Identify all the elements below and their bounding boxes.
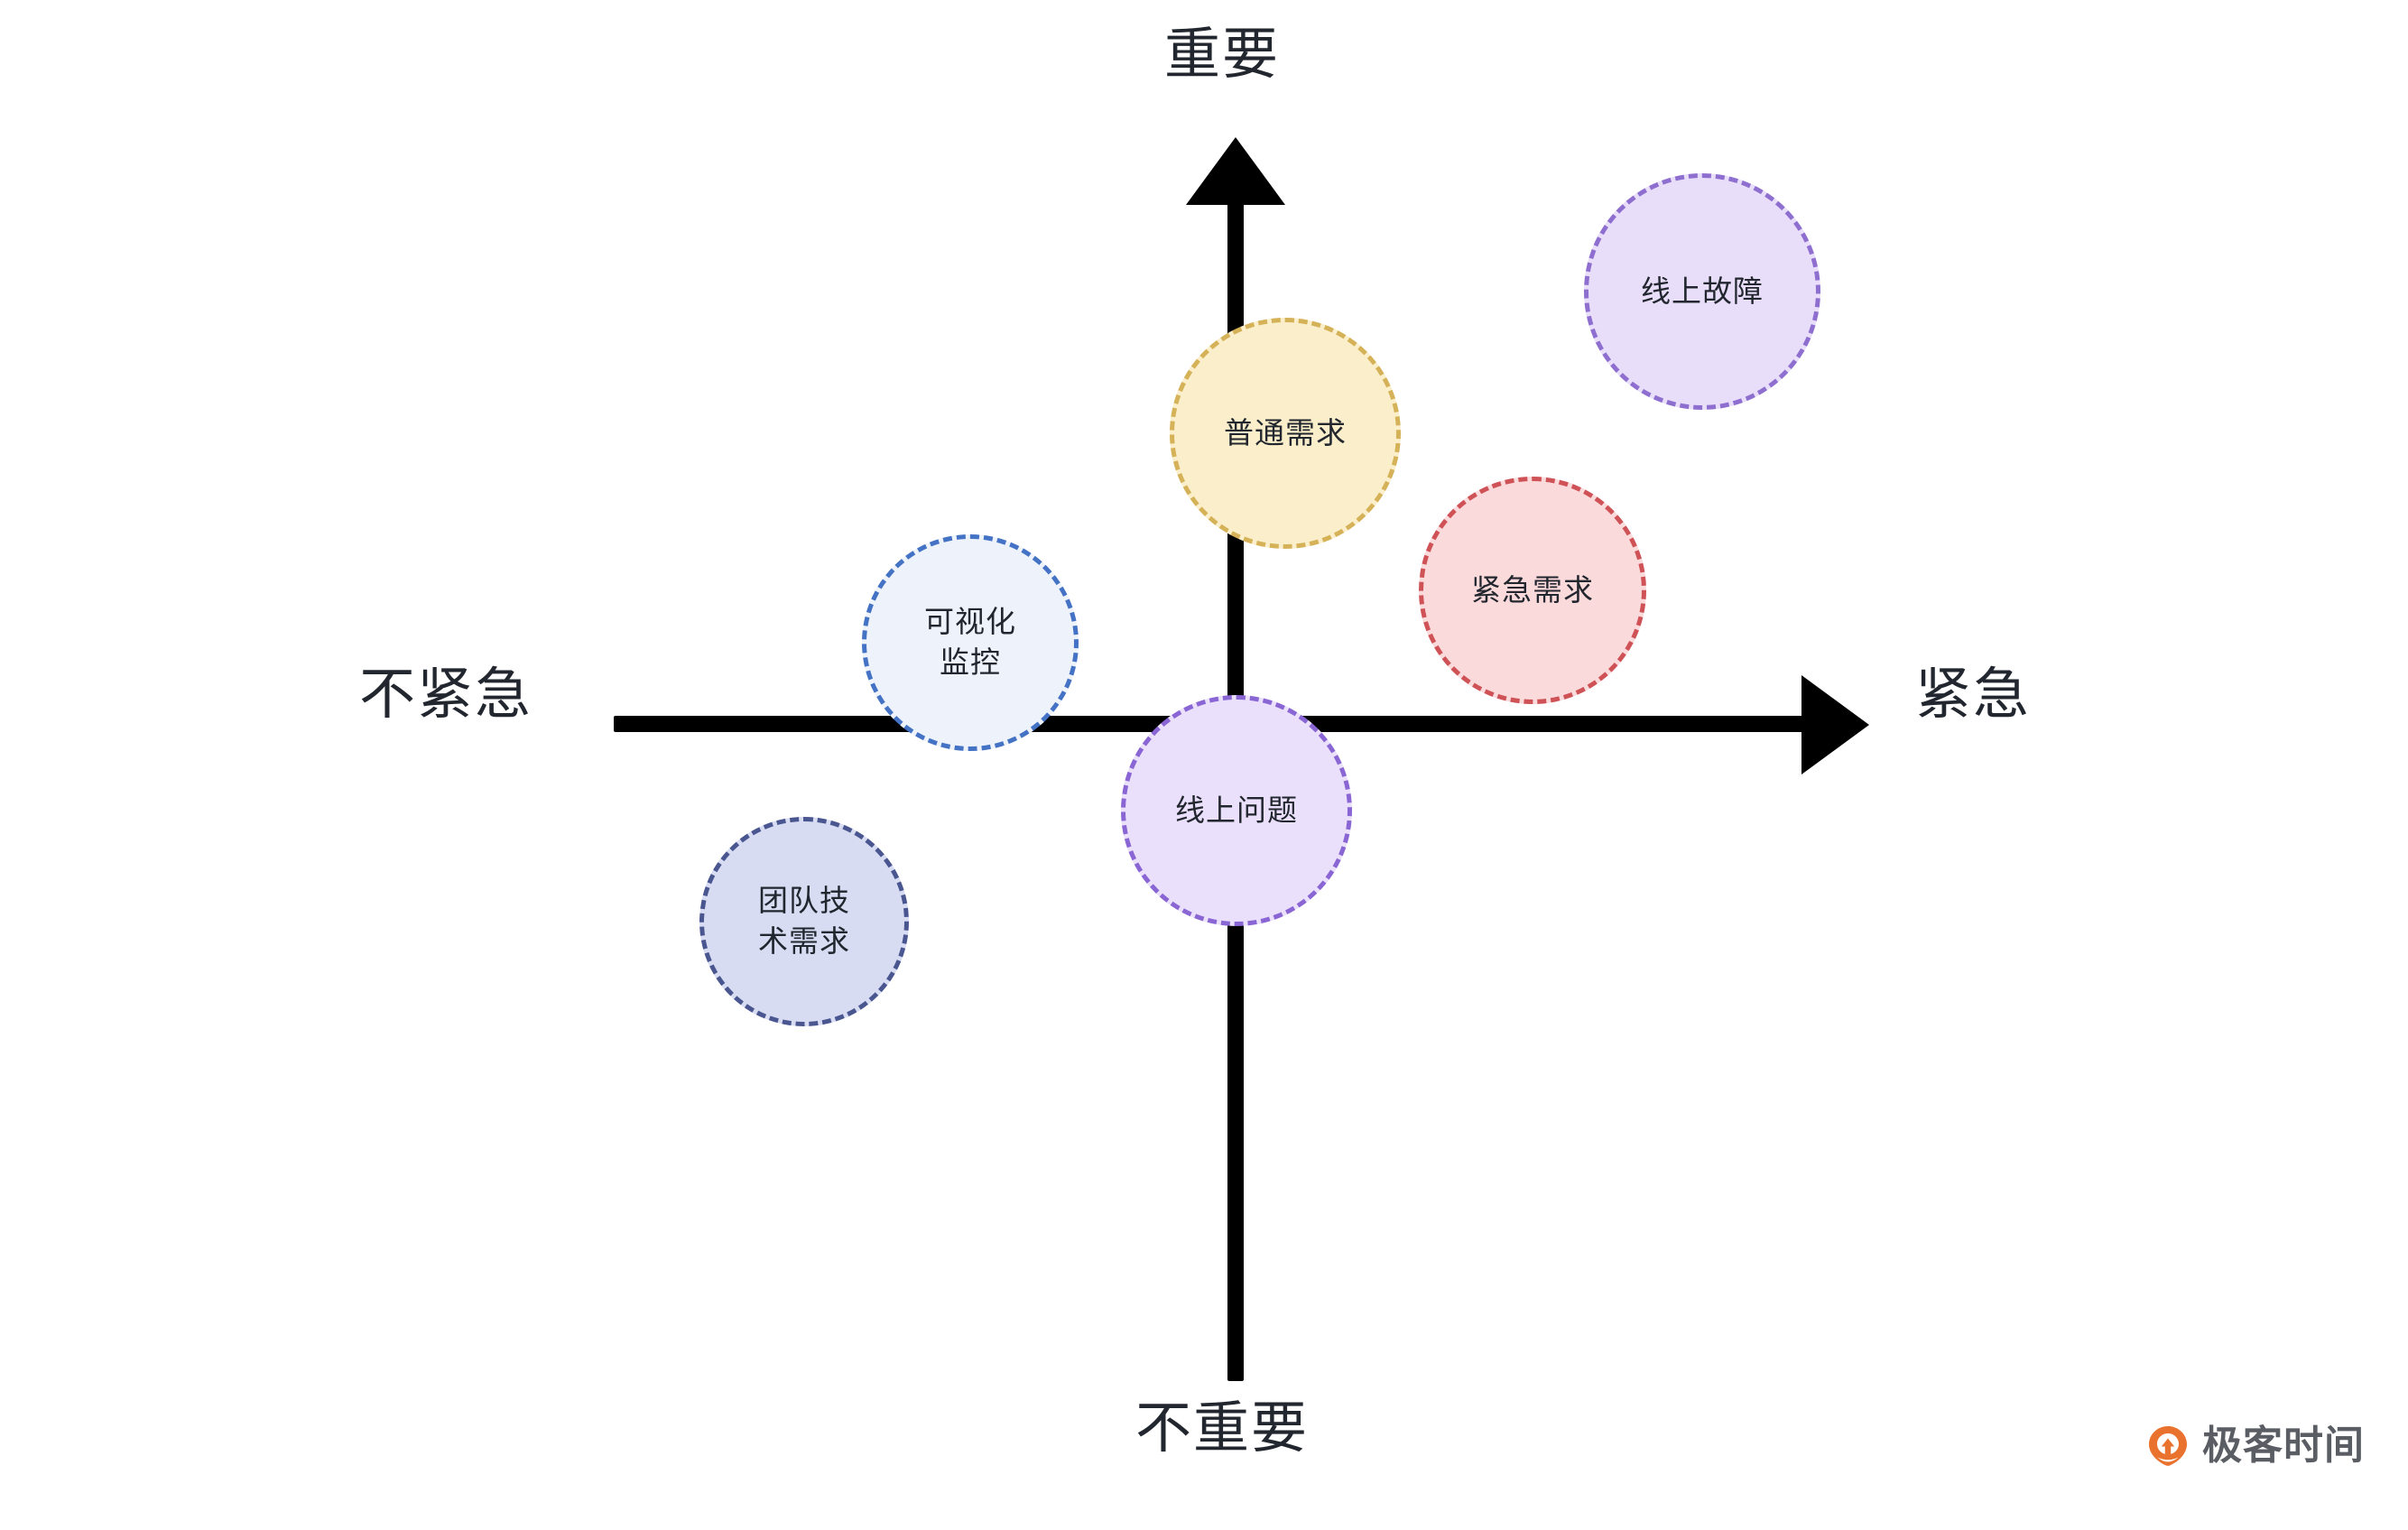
- brand-name: 极客时间: [2202, 1423, 2365, 1468]
- axis-label-unimportant: 不重要: [1135, 1397, 1310, 1460]
- bubble-urgent-requirement[interactable]: 紧急需求: [1419, 477, 1646, 704]
- bubble-label-normal-requirement: 普通需求: [1224, 415, 1347, 450]
- bubble-normal-requirement[interactable]: 普通需求: [1170, 318, 1401, 549]
- brand-watermark: 极客时间: [2146, 1424, 2365, 1468]
- bubble-online-incident[interactable]: 线上故障: [1584, 173, 1820, 410]
- bubble-label-team-technical-requirement: 团队技 术需求: [758, 884, 850, 958]
- bubble-visual-monitoring[interactable]: 可视化 监控: [862, 534, 1079, 751]
- axis-label-urgent: 紧急: [1915, 663, 2032, 726]
- bubble-label-urgent-requirement: 紧急需求: [1471, 572, 1594, 607]
- right-arrow-icon: [1801, 675, 1869, 774]
- bubble-label-online-issue: 线上问题: [1175, 793, 1298, 827]
- geektime-logo-icon: [2149, 1426, 2187, 1466]
- axis-label-not-urgent: 不紧急: [359, 663, 533, 726]
- axis-label-important: 重要: [1164, 23, 1281, 86]
- up-arrow-icon: [1186, 137, 1285, 205]
- bubble-label-visual-monitoring: 可视化 监控: [924, 605, 1016, 679]
- bubble-team-technical-requirement[interactable]: 团队技 术需求: [699, 817, 909, 1026]
- bubble-online-issue[interactable]: 线上问题: [1121, 695, 1352, 926]
- bubble-label-online-incident: 线上故障: [1641, 274, 1764, 308]
